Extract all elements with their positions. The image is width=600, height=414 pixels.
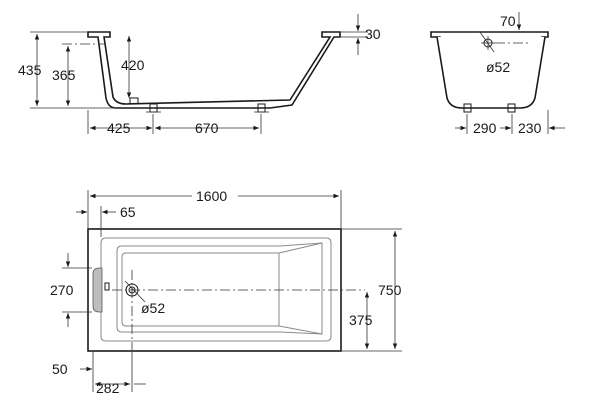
top-view: 1600 65 750 375 ø52 270 50 282 (50, 186, 402, 396)
side-view-height-total-label: 435 (18, 62, 42, 78)
side-view-depth-label: 420 (121, 57, 145, 73)
top-view-handle-height-label: 270 (50, 282, 74, 298)
top-view-handle (92, 267, 103, 313)
top-view-handle-offset-label: 50 (52, 361, 68, 377)
end-view: 70 ø52 290 230 (430, 12, 565, 136)
side-view-leg-offset-label: 425 (107, 120, 131, 136)
side-view-leg-spacing-label: 670 (195, 120, 219, 136)
top-view-basin-inner (116, 242, 323, 335)
end-view-leg-left (463, 103, 472, 113)
top-view-basin-outer (100, 237, 332, 342)
top-view-rim-offset-label: 65 (120, 204, 136, 220)
top-view-drain-center-x-label: 282 (96, 380, 120, 396)
top-view-drain-center-y-label: 375 (349, 312, 373, 328)
end-view-drain-diameter-label: ø52 (486, 59, 510, 75)
side-view-rim-label: 30 (365, 26, 381, 42)
end-view-leg-spacing-label: 290 (473, 120, 497, 136)
top-view-drain-diameter-label: ø52 (141, 300, 165, 316)
end-view-leg-right (507, 103, 516, 113)
end-view-drain-offset-label: 70 (500, 13, 516, 29)
end-view-leg-offset-label: 230 (518, 120, 542, 136)
side-view-tub-outline (87, 31, 341, 109)
side-view: 435 365 420 30 425 670 (18, 14, 381, 136)
side-view-height-inner-label: 365 (52, 67, 76, 83)
side-view-drain (129, 97, 139, 105)
top-view-length-label: 1600 (196, 188, 227, 204)
top-view-width-label: 750 (378, 282, 402, 298)
